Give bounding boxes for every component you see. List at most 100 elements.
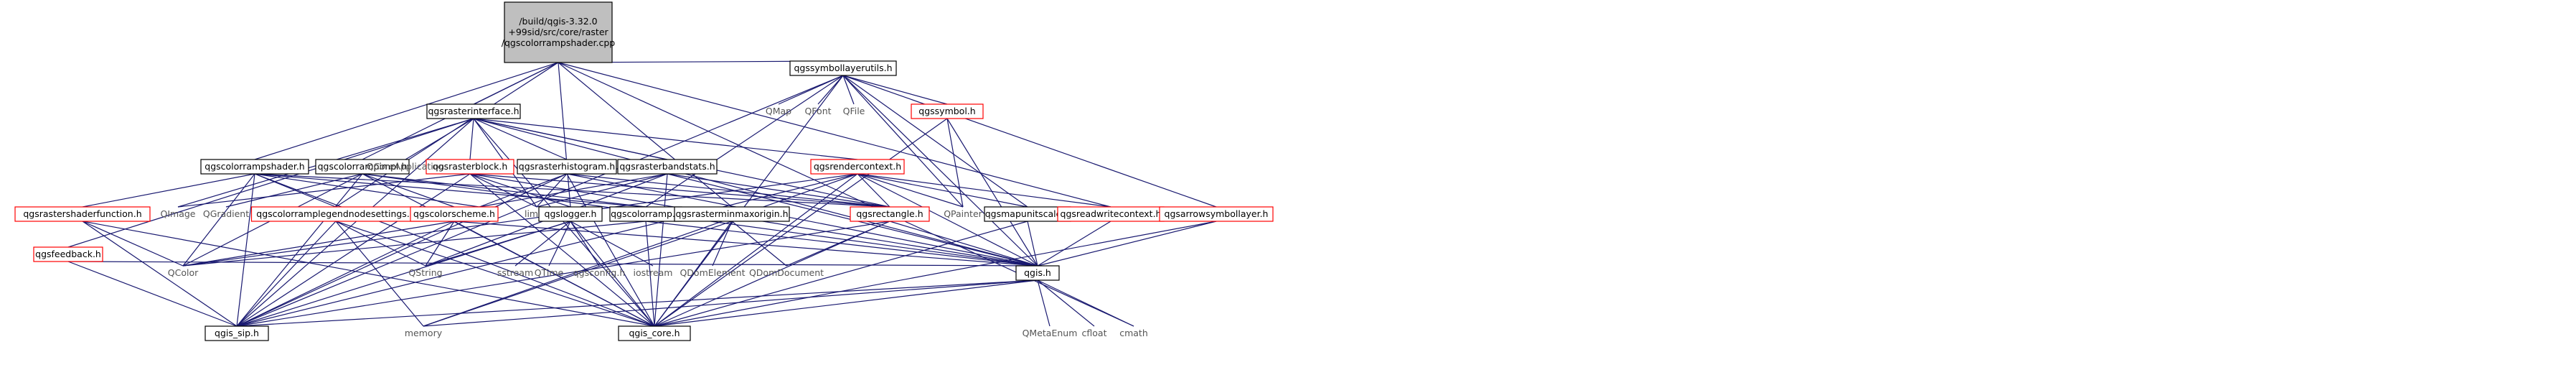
node-label: qgsrasterhistogram.h [519, 161, 615, 172]
node-label: QFont [804, 106, 831, 116]
node-label: QFile [843, 106, 865, 116]
node-box [205, 325, 269, 341]
node-rectangle[interactable]: qgsrectangle.h [850, 206, 930, 222]
node-label: qgsconfig.h [573, 267, 626, 278]
edge-qgssymbol-to-qgiscore [654, 118, 948, 327]
edge-rasterhistogram-to-qgis [566, 173, 1038, 267]
edge-rasterhistogram-to-qvector [479, 173, 568, 208]
edge-legendnodesettings-to-qstring [335, 221, 426, 267]
node-qgslogger[interactable]: qgslogger.h [538, 206, 603, 222]
node-label: sstream [497, 267, 533, 278]
edge-colorrampimpl-to-qgradient [225, 173, 363, 208]
edge-colorscheme-to-qcolor [182, 221, 455, 267]
node-qstring: QString [408, 267, 442, 278]
node-arrowsymbollayer[interactable]: qgsarrowsymbollayer.h [1159, 206, 1274, 222]
edge-colorrampimpl-to-colorscheme [362, 173, 455, 208]
node-rasterblock[interactable]: qgsrasterblock.h [426, 159, 514, 175]
node-label: /build/qgis-3.32.0+99sid/src/core/raster… [502, 16, 616, 48]
edge-colorrampshader-to-qgiscore [254, 173, 655, 327]
edge-rasterbandstats-to-limits [536, 173, 668, 208]
edge-rastershaderfunction-to-qgiscore [82, 221, 655, 327]
edge-qgsfeedback-to-qgissip [67, 261, 238, 327]
edge-rasterinterface-to-qgsfeedback [67, 118, 474, 248]
edge-rasterbandstats-to-rectangle [667, 173, 890, 208]
node-mapunitscale[interactable]: qgsmapunitscale.h [984, 206, 1071, 222]
node-label: QColor [168, 267, 199, 278]
edge-rectangle-to-qgis [889, 221, 1038, 267]
node-colorrampimpl[interactable]: qgscolorrampimpl.h [315, 159, 410, 175]
node-box [200, 159, 309, 175]
node-rendercontext[interactable]: qgsrendercontext.h [810, 159, 905, 175]
node-rasterbandstats[interactable]: qgsrasterbandstats.h [617, 159, 718, 175]
node-rasterinterface[interactable]: qgsrasterinterface.h [426, 103, 521, 119]
node-qgis[interactable]: qgis.h [1015, 265, 1060, 281]
edge-symlayerutils-to-qgis [842, 75, 1038, 267]
edge-rendercontext-to-qgis [857, 173, 1038, 267]
edge-minmaxorigin-to-memory [423, 221, 733, 327]
node-minmaxorigin[interactable]: qgsrasterminmaxorigin.h [674, 206, 790, 222]
node-qgssymbol[interactable]: qgssymbol.h [911, 103, 984, 119]
node-qcolor: QColor [168, 267, 199, 278]
node-qgsfeedback[interactable]: qgsfeedback.h [33, 246, 103, 262]
edge-rasterbandstats-to-qgiscore [654, 173, 668, 327]
edge-rendercontext-to-rectangle [857, 173, 890, 208]
node-cmath: cmath [1119, 328, 1148, 338]
node-legendnodesettings[interactable]: qgscolorramplegendnodesettings.h [250, 206, 421, 222]
edge-readwritecontext-to-qgis [1037, 221, 1111, 267]
node-rasterhistogram[interactable]: qgsrasterhistogram.h [517, 159, 617, 175]
edge-symlayerutils-to-qfile [842, 75, 855, 105]
node-label: iostream [634, 267, 673, 278]
edge-minmaxorigin-to-qdomdocument [731, 221, 787, 267]
node-label: qgsrasterblock.h [433, 161, 508, 172]
node-rastershaderfunction[interactable]: qgsrastershaderfunction.h [14, 206, 151, 222]
node-box [618, 325, 691, 341]
node-readwritecontext[interactable]: qgsreadwritecontext.h [1057, 206, 1165, 222]
node-box [315, 159, 410, 175]
edge-colorscheme-to-qstring [425, 221, 455, 267]
edge-legendnodesettings-to-qgiscore [335, 221, 655, 327]
node-label: qgis_core.h [629, 328, 680, 338]
node-label: qgscolorramp.h [611, 208, 681, 219]
edge-qgis-to-memory [423, 279, 1038, 327]
node-qmap: QMap [766, 106, 791, 116]
edge-rasterinterface-to-rasterhistogram [473, 118, 568, 160]
node-label: qgsrectangle.h [856, 208, 923, 219]
edge-qgssymbol-to-qgis [946, 118, 1038, 267]
node-box [538, 206, 603, 222]
edge-rendercontext-to-qgiscore [654, 173, 858, 327]
node-qgiscore[interactable]: qgis_core.h [618, 325, 691, 341]
node-label: qgscolorrampshader.h [205, 161, 304, 172]
node-box [504, 1, 613, 63]
edge-rendercontext-to-readwritecontext [857, 173, 1111, 208]
node-qgissip[interactable]: qgis_sip.h [205, 325, 269, 341]
edge-qgis-to-qgissip [236, 279, 1038, 327]
node-label: memory [405, 328, 443, 338]
node-label: qgsrasterinterface.h [428, 106, 519, 116]
edge-qgslogger-to-qtime [548, 221, 571, 267]
node-symlayerutils[interactable]: qgssymbollayerutils.h [789, 60, 897, 76]
edge-mapunitscale-to-qgis [1027, 221, 1038, 267]
node-label: qgscolorrampimpl.h [318, 161, 408, 172]
node-colorscheme[interactable]: qgscolorscheme.h [410, 206, 499, 222]
edge-arrowsymbollayer-to-qgis [1037, 221, 1217, 267]
node-qdomelement: QDomElement [680, 267, 745, 278]
node-label: QPainter [944, 208, 982, 219]
node-label: qgsarrowsymbollayer.h [1165, 208, 1269, 219]
node-root[interactable]: /build/qgis-3.32.0+99sid/src/core/raster… [502, 1, 616, 63]
edge-rasterhistogram-to-qgissip [236, 173, 568, 327]
node-colorrampshader[interactable]: qgscolorrampshader.h [200, 159, 309, 175]
node-box [410, 206, 499, 222]
edge-rasterhistogram-to-rectangle [566, 173, 890, 208]
edge-rasterinterface-to-qcoreapp [405, 118, 474, 160]
edge-rasterblock-to-qgslogger [469, 173, 571, 208]
node-box [14, 206, 151, 222]
edge-qgslogger-to-iostream [570, 221, 654, 267]
node-label: qgsrendercontext.h [814, 161, 901, 172]
node-colorramp[interactable]: qgscolorramp.h [609, 206, 682, 222]
node-label: qgssymbol.h [918, 106, 975, 116]
edge-rendercontext-to-qpainter [857, 173, 964, 208]
edge-symlayerutils-to-colorramp [645, 75, 844, 208]
edge-rasterinterface-to-rasterblock [469, 118, 474, 160]
node-qgradient: QGradient [203, 208, 249, 219]
edge-colorrampshader-to-colorramp [254, 173, 647, 208]
